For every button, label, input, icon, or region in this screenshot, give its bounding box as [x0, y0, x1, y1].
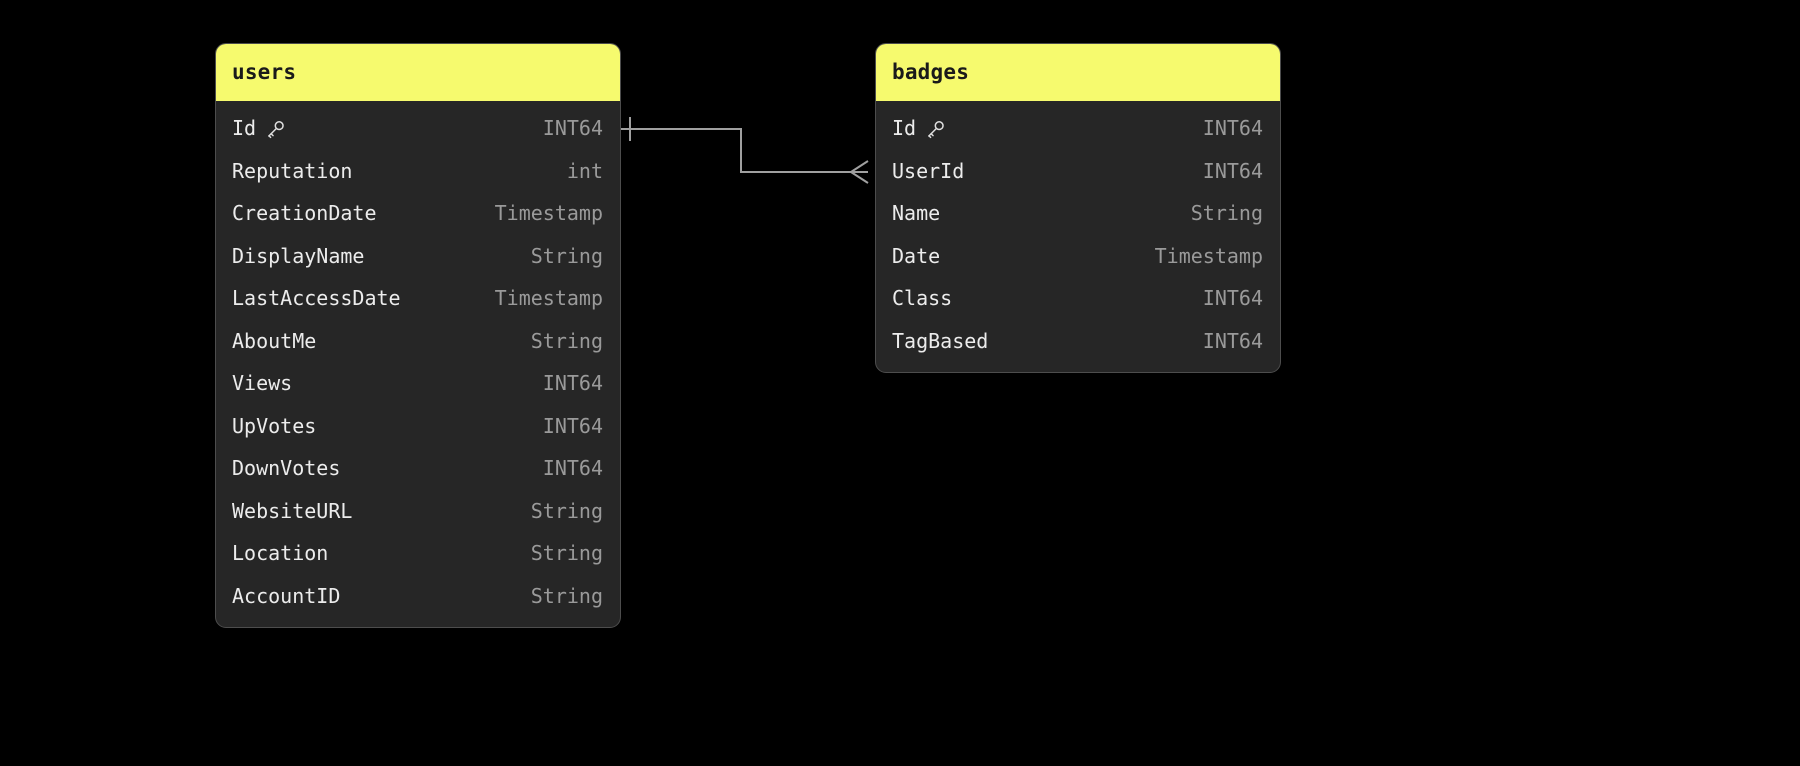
field-row[interactable]: AccountID String: [216, 575, 620, 618]
relationship-line: [621, 128, 868, 173]
key-icon: [925, 119, 946, 140]
field-type: INT64: [542, 371, 603, 396]
field-name: Date: [892, 243, 941, 268]
field-type: int: [566, 158, 603, 183]
field-name: LastAccessDate: [232, 286, 401, 311]
field-type: INT64: [1202, 158, 1263, 183]
field-name-wrapper: AccountID: [232, 586, 340, 606]
field-row[interactable]: Id INT64: [876, 107, 1280, 150]
field-type: String: [1190, 201, 1263, 226]
field-name: Reputation: [232, 158, 353, 183]
field-row[interactable]: Location String: [216, 532, 620, 575]
field-name: UserId: [892, 158, 965, 183]
field-row[interactable]: UserId INT64: [876, 150, 1280, 193]
field-name-wrapper: DisplayName: [232, 246, 364, 266]
field-name-wrapper: Class: [892, 288, 952, 308]
field-name-wrapper: UpVotes: [232, 416, 316, 436]
field-name-wrapper: TagBased: [892, 331, 988, 351]
field-name-wrapper: Reputation: [232, 161, 352, 181]
field-row[interactable]: AboutMe String: [216, 320, 620, 363]
field-name-wrapper: CreationDate: [232, 203, 377, 223]
field-name-wrapper: Date: [892, 246, 940, 266]
field-name-wrapper: Id: [892, 118, 946, 139]
field-type: INT64: [1202, 286, 1263, 311]
field-row[interactable]: DownVotes INT64: [216, 447, 620, 490]
field-row[interactable]: TagBased INT64: [876, 320, 1280, 363]
field-name: DownVotes: [232, 456, 341, 481]
field-row[interactable]: WebsiteURL String: [216, 490, 620, 533]
field-name: Id: [892, 116, 917, 141]
relationship-users-badges: [621, 117, 869, 184]
field-type: INT64: [542, 456, 603, 481]
field-name: DisplayName: [232, 243, 365, 268]
field-name: Class: [892, 286, 953, 311]
field-name: AboutMe: [232, 328, 317, 353]
field-type: String: [530, 541, 603, 566]
field-row[interactable]: Id INT64: [216, 107, 620, 150]
field-name: UpVotes: [232, 413, 317, 438]
field-name: WebsiteURL: [232, 498, 353, 523]
field-type: String: [530, 498, 603, 523]
field-row[interactable]: UpVotes INT64: [216, 405, 620, 448]
field-type: String: [530, 583, 603, 608]
field-name-wrapper: Id: [232, 118, 286, 139]
field-row[interactable]: DisplayName String: [216, 235, 620, 278]
field-type: Timestamp: [494, 201, 603, 226]
cardinality-many-marker: [850, 160, 869, 184]
field-type: Timestamp: [494, 286, 603, 311]
field-type: INT64: [542, 413, 603, 438]
field-type: Timestamp: [1154, 243, 1263, 268]
field-row[interactable]: LastAccessDate Timestamp: [216, 277, 620, 320]
field-name: TagBased: [892, 328, 989, 353]
field-name: Name: [892, 201, 941, 226]
field-name: Views: [232, 371, 293, 396]
field-name: AccountID: [232, 583, 341, 608]
field-row[interactable]: Reputation int: [216, 150, 620, 193]
field-row[interactable]: Date Timestamp: [876, 235, 1280, 278]
field-name-wrapper: LastAccessDate: [232, 288, 401, 308]
field-name-wrapper: DownVotes: [232, 458, 340, 478]
field-type: String: [530, 243, 603, 268]
field-name-wrapper: WebsiteURL: [232, 501, 352, 521]
field-row[interactable]: Name String: [876, 192, 1280, 235]
field-row[interactable]: Class INT64: [876, 277, 1280, 320]
field-name: Location: [232, 541, 329, 566]
field-type: INT64: [1202, 116, 1263, 141]
key-icon: [265, 119, 286, 140]
field-name-wrapper: UserId: [892, 161, 964, 181]
field-name-wrapper: Location: [232, 543, 328, 563]
field-name: CreationDate: [232, 201, 377, 226]
table-title: users: [232, 60, 297, 84]
field-row[interactable]: Views INT64: [216, 362, 620, 405]
field-name-wrapper: Views: [232, 373, 292, 393]
table-header-users[interactable]: users: [216, 44, 620, 101]
table-title: badges: [892, 60, 970, 84]
field-type: INT64: [542, 116, 603, 141]
field-type: String: [530, 328, 603, 353]
field-row[interactable]: CreationDate Timestamp: [216, 192, 620, 235]
field-name: Id: [232, 116, 257, 141]
field-name-wrapper: AboutMe: [232, 331, 316, 351]
field-type: INT64: [1202, 328, 1263, 353]
field-name-wrapper: Name: [892, 203, 940, 223]
table-header-badges[interactable]: badges: [876, 44, 1280, 101]
